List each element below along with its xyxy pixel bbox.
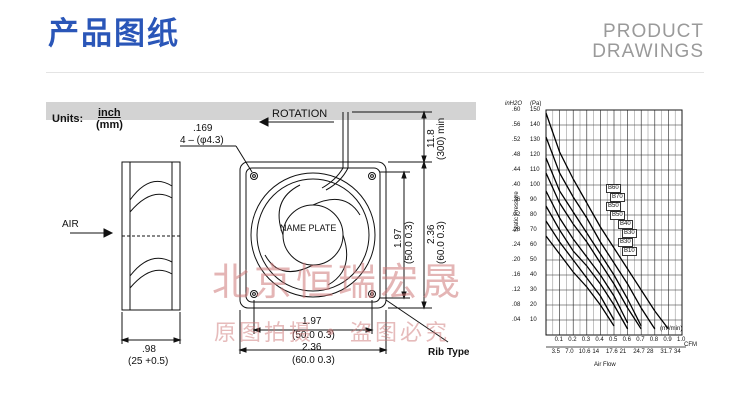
- chart-y-right-tick: 40: [530, 272, 537, 278]
- units-band: [46, 102, 476, 120]
- chart-y-right-tick: 50: [530, 257, 537, 263]
- chart-x-cfm-tick: 7.0: [565, 349, 574, 355]
- chart-y-right-tick: 10: [530, 317, 537, 323]
- chart-series-label: B10: [622, 247, 637, 256]
- chart-x-m3min-tick: 0.4: [595, 337, 604, 343]
- chart-y-left-tick: .48: [512, 152, 521, 158]
- chart-x-m3min-tick: 0.2: [568, 337, 577, 343]
- watermark-notice: 原图拍摄 • 盗图必究: [214, 321, 450, 346]
- chart-y-left-tick: .16: [512, 272, 521, 278]
- chart-y-right-tick: 70: [530, 227, 537, 233]
- chart-y-left-tick: .08: [512, 302, 521, 308]
- depth-inch: .98: [142, 344, 156, 355]
- chart-x-cfm-tick: 31.7: [660, 349, 673, 355]
- hole-size-inch: .169: [193, 123, 213, 134]
- bottom-inner-inch: 1.97: [302, 316, 322, 327]
- chart-x-m3min-tick: 0.9: [663, 337, 672, 343]
- chart-x-cfm-tick: 24.7: [633, 349, 645, 355]
- rib-type-label: Rib Type: [428, 347, 470, 358]
- chart-x-m3min-tick: 1.0: [677, 337, 686, 343]
- chart-y-right-tick: 110: [530, 167, 540, 173]
- chart-series-line: [545, 220, 615, 321]
- chart-y-left-tick: .28: [512, 227, 521, 233]
- chart-x-m3min-tick: 0.6: [622, 337, 631, 343]
- chart-series-line: [545, 136, 656, 330]
- chart-x-m3min-tick: 0.3: [581, 337, 591, 343]
- units-label: Units:: [52, 113, 84, 125]
- chart-series-line: [545, 205, 629, 330]
- bottom-outer-mm: (60.0 0.3): [292, 355, 335, 366]
- chart-y-left-tick: .12: [512, 287, 521, 293]
- chart-series-line: [545, 157, 642, 327]
- page-title: 产品图纸: [48, 16, 180, 52]
- chart-y-left-tick: .32: [512, 212, 521, 218]
- chart-x-cfm-tick: 3.5: [551, 349, 560, 355]
- chart-x-cfm-tick: 17.6: [606, 349, 618, 355]
- front-view-frame: [239, 161, 387, 309]
- chart-y-right-tick: 150: [530, 107, 541, 113]
- chart-series-line: [545, 190, 629, 324]
- chart-series-line: [545, 172, 642, 330]
- chart-y-right-tick: 100: [530, 182, 541, 188]
- chart-y-left-label: inH2O: [505, 101, 523, 107]
- chart-y-left-tick: .04: [512, 317, 521, 323]
- chart-series-label: B60: [606, 184, 621, 193]
- chart-x-cfm-tick: 28: [646, 349, 654, 355]
- chart-series-label: B40: [618, 220, 633, 229]
- chart-x-cfm-tick: 34: [674, 349, 681, 355]
- units-inch: inch: [98, 107, 121, 119]
- chart-x-title: Air Flow: [594, 362, 616, 368]
- chart-y-left-tick: .36: [512, 197, 521, 203]
- chart-y-right-tick: 120: [530, 152, 541, 158]
- chart-x-cfm-tick: 14: [592, 349, 600, 355]
- depth-mm: (25 +0.5): [128, 356, 169, 367]
- chart-y-left-tick: .24: [512, 242, 521, 248]
- chart-x-cfm-tick: 21: [619, 349, 627, 355]
- chart-series-label: B30: [618, 238, 633, 247]
- chart-x-cfm-tick: 10.6: [578, 349, 591, 355]
- bottom-inner-mm: (50.0 0.3): [292, 330, 335, 341]
- air-label: AIR: [62, 219, 79, 230]
- header-divider: [46, 72, 704, 73]
- chart-y-left-tick: .56: [512, 122, 521, 128]
- chart-y-left-tick: .44: [512, 167, 521, 173]
- chart-x-m3min-tick: 0.8: [649, 337, 659, 343]
- chart-y-left-tick: .60: [512, 107, 521, 113]
- chart-series-line: [545, 235, 615, 327]
- chart-y-left-tick: .52: [512, 137, 521, 143]
- chart-series-label: B50: [610, 211, 625, 220]
- units-mm: (mm): [96, 119, 123, 131]
- subtitle-line-1: PRODUCT: [603, 21, 704, 42]
- chart-x-m3min-tick: 0.1: [554, 337, 563, 343]
- chart-y-right-tick: 130: [530, 137, 541, 143]
- chart-y-right-tick: 90: [530, 197, 537, 203]
- rotation-label: ROTATION: [272, 108, 328, 120]
- chart-x-m3min-tick: 0.7: [636, 337, 645, 343]
- hole-size-mm: 4 – (φ4.3): [180, 135, 224, 146]
- chart-y-left-tick: .40: [512, 182, 521, 188]
- subtitle-line-2: DRAWINGS: [592, 41, 704, 62]
- chart-series-label: B50: [606, 202, 621, 211]
- chart-x-m3min-tick: 0.5: [609, 337, 618, 343]
- chart-series-line: [545, 112, 669, 330]
- chart-y-left-tick: .20: [512, 257, 521, 263]
- chart-x-top-label: (m³/min): [660, 326, 683, 332]
- nameplate-label: NAME PLATE: [280, 223, 337, 233]
- chart-y-right-tick: 140: [530, 122, 541, 128]
- chart-x-bottom-label: CFM: [684, 342, 697, 348]
- chart-y-right-label: (Pa): [530, 101, 542, 107]
- chart-y-right-tick: 20: [530, 302, 537, 308]
- watermark-company: 北京恒瑞宏晟: [212, 260, 465, 304]
- chart-series-label: B70: [610, 193, 625, 202]
- bottom-outer-inch: 2.36: [302, 342, 322, 353]
- chart-y-right-tick: 80: [530, 212, 537, 218]
- chart-series-label: B30: [622, 229, 637, 238]
- chart-y-right-tick: 60: [530, 242, 537, 248]
- chart-y-right-tick: 30: [530, 287, 537, 293]
- page-subtitle: PRODUCT DRAWINGS: [592, 22, 704, 62]
